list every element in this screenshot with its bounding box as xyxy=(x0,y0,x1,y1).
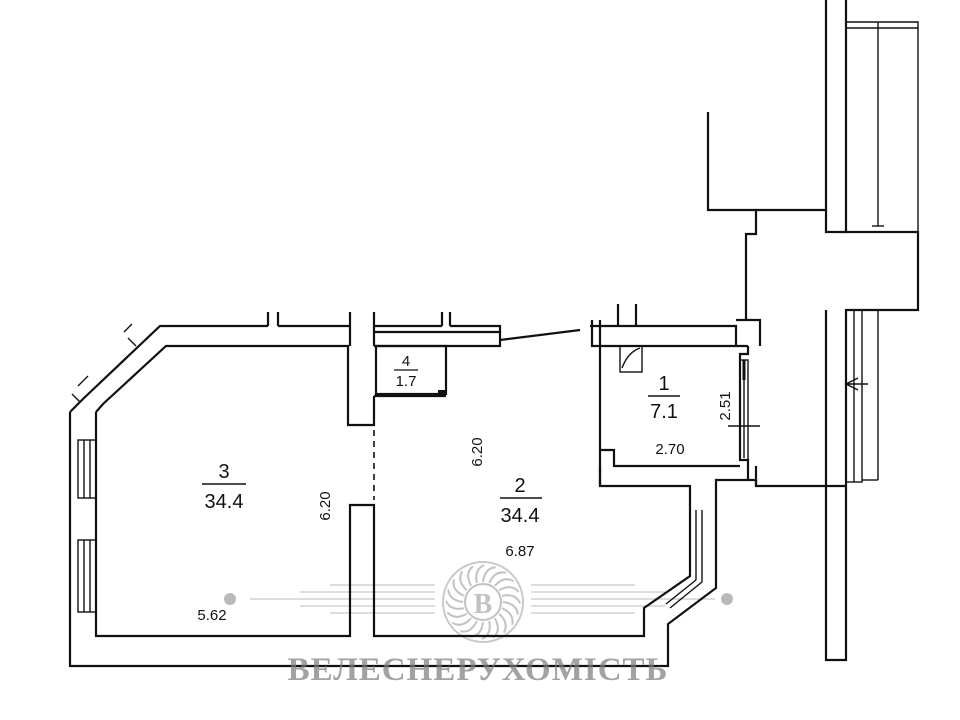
dimension-room2-width: 6.87 xyxy=(505,543,534,560)
logo-petal xyxy=(452,578,465,597)
outer-walls xyxy=(68,304,845,668)
room-area: 34.4 xyxy=(501,505,540,527)
room-number: 4 xyxy=(402,353,410,370)
logo-petal xyxy=(494,578,515,587)
room-number: 1 xyxy=(658,373,669,395)
room-1-fixture xyxy=(619,345,760,461)
room-area: 34.4 xyxy=(205,491,244,513)
dimension-room1-width: 2.70 xyxy=(655,441,684,458)
logo-petal xyxy=(488,571,507,584)
logo-petal xyxy=(498,586,520,593)
watermark-text: ВЕЛЕСНЕРУХОМІСТЬ xyxy=(288,652,669,688)
adjacent-structure xyxy=(706,0,920,662)
logo-petal xyxy=(445,600,465,610)
logo-petal xyxy=(475,564,485,584)
left-window xyxy=(77,439,97,613)
logo-petal xyxy=(446,611,468,618)
room-number: 2 xyxy=(514,475,525,497)
logo-petal xyxy=(467,565,474,587)
dimension-room3-width: 5.62 xyxy=(197,607,226,624)
logo-petal xyxy=(459,620,478,633)
room-label-2: 2 34.4 xyxy=(500,475,542,527)
logo-petal xyxy=(482,566,496,583)
logo-petal xyxy=(451,617,472,626)
logo-petal xyxy=(501,594,521,604)
room-number: 3 xyxy=(218,461,229,483)
logo-petal xyxy=(447,589,464,603)
logo-petal xyxy=(481,620,491,640)
room-4-closet xyxy=(374,344,448,398)
logo-petal xyxy=(501,607,514,626)
logo-petal xyxy=(470,621,484,638)
bay-window xyxy=(665,510,703,609)
room-area: 1.7 xyxy=(396,373,417,390)
watermark-logo: B xyxy=(224,561,733,643)
dimension-room3-height: 6.20 xyxy=(317,491,334,520)
logo-letter: B xyxy=(474,589,493,620)
logo-petal xyxy=(459,570,468,591)
dimension-room2-height: 6.20 xyxy=(469,437,486,466)
logo-petal xyxy=(492,617,499,639)
dimension-room1-height: 2.51 xyxy=(717,391,734,420)
room-label-4: 4 1.7 xyxy=(394,353,418,390)
room-area: 7.1 xyxy=(650,401,678,423)
room-label-1: 1 7.1 xyxy=(648,373,680,423)
logo-petal xyxy=(502,601,519,615)
logo-petal xyxy=(498,613,507,634)
room-label-3: 3 34.4 xyxy=(202,461,246,513)
